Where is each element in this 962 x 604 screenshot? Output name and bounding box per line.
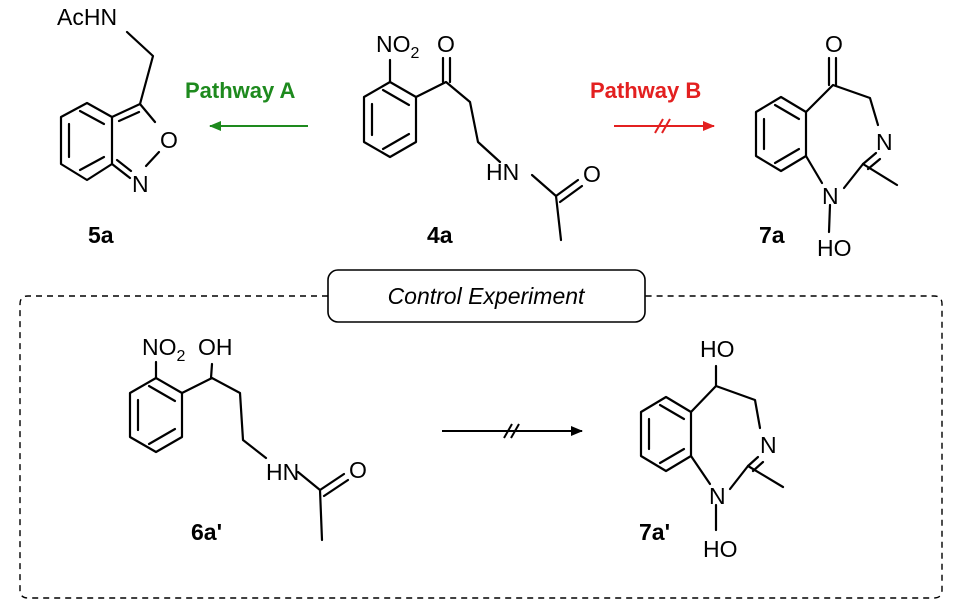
compound-label-7a: 7a (759, 222, 785, 248)
amide-oxygen: O (349, 457, 367, 483)
hydroxy-label: HO (817, 235, 852, 261)
compound-label-7a-prime: 7a' (639, 519, 670, 545)
amide-nh: HN (486, 159, 519, 185)
ring-nitrogen: N (132, 171, 149, 197)
control-title: Control Experiment (388, 283, 586, 309)
compound-label-5a: 5a (88, 222, 114, 248)
ketone-oxygen: O (437, 31, 455, 57)
pathway-a: Pathway A (185, 78, 308, 131)
alcohol-label: OH (198, 334, 233, 360)
compound-label-4a: 4a (427, 222, 453, 248)
imine-nitrogen: N (876, 129, 893, 155)
compound-5a: AcHN O N 5a (57, 4, 178, 248)
control-title-box (327, 269, 646, 323)
compound-7a-prime: HO N N HO 7a' (639, 336, 785, 562)
no-reaction-mark (654, 118, 664, 134)
nitro-label: NO2 (376, 31, 420, 62)
control-experiment: Control Experiment NO2 OH HN O 6a' (19, 269, 943, 599)
imine-nitrogen: N (760, 432, 777, 458)
pathway-a-label: Pathway A (185, 78, 296, 103)
pathway-b: Pathway B (590, 78, 715, 134)
compound-4a: NO2 O HN O 4a (362, 31, 601, 248)
compound-6a-prime: NO2 OH HN O 6a' (128, 334, 367, 545)
dashed-frame (19, 295, 943, 599)
compound-label-6a-prime: 6a' (191, 519, 222, 545)
no-reaction-mark (503, 423, 513, 439)
compound-7a: O N N HO 7a (754, 31, 899, 261)
ketone-oxygen: O (825, 31, 843, 57)
amide-oxygen: O (583, 161, 601, 187)
nitro-label: NO2 (142, 334, 186, 365)
pathway-b-label: Pathway B (590, 78, 701, 103)
alcohol-label: HO (700, 336, 735, 362)
hydroxy-label: HO (703, 536, 738, 562)
acetamide-label: AcHN (57, 4, 117, 30)
ring-oxygen: O (160, 127, 178, 153)
ring-nitrogen: N (709, 483, 726, 509)
ring-nitrogen: N (822, 183, 839, 209)
amide-nh: HN (266, 459, 299, 485)
